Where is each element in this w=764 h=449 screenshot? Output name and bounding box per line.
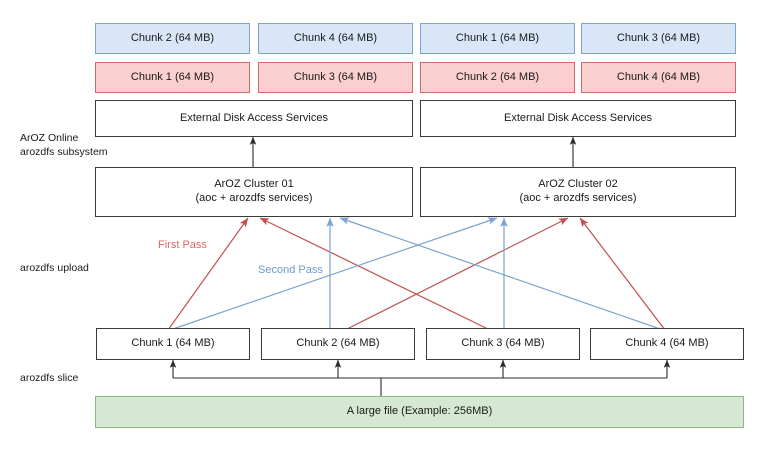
external-disk-access-services-left-label: External Disk Access Services [180, 111, 328, 124]
stored-chunk-blue-4[interactable]: Chunk 3 (64 MB) [581, 23, 736, 54]
first-pass-arrow-chunk4-cluster02 [579, 217, 666, 331]
stored-chunk-pink-2[interactable]: Chunk 3 (64 MB) [258, 62, 413, 93]
stored-chunk-blue-3[interactable]: Chunk 1 (64 MB) [420, 23, 575, 54]
source-chunk-1[interactable]: Chunk 1 (64 MB) [96, 328, 250, 360]
aroz-cluster-02-name: ArOZ Cluster 02 [538, 178, 618, 191]
source-chunk-4[interactable]: Chunk 4 (64 MB) [590, 328, 744, 360]
stage-label-arozdfs-upload: arozdfs upload [20, 261, 89, 275]
stored-chunk-blue-1[interactable]: Chunk 2 (64 MB) [95, 23, 250, 54]
source-chunk-4-label: Chunk 4 (64 MB) [625, 337, 709, 350]
second-pass-arrow-chunk1-cluster02 [169, 217, 498, 331]
stage-label-arozdfs-slice-line1: arozdfs slice [20, 372, 79, 384]
aroz-cluster-02[interactable]: ArOZ Cluster 02 (aoc + arozdfs services) [420, 167, 736, 217]
external-disk-access-services-right-label: External Disk Access Services [504, 111, 652, 124]
stored-chunk-blue-4-label: Chunk 3 (64 MB) [616, 31, 701, 44]
stored-chunk-pink-2-label: Chunk 3 (64 MB) [293, 70, 378, 83]
stage-label-arozdfs-upload-line1: arozdfs upload [20, 262, 89, 274]
stored-chunk-blue-1-label: Chunk 2 (64 MB) [130, 31, 215, 44]
source-chunk-2[interactable]: Chunk 2 (64 MB) [261, 328, 415, 360]
stored-chunk-pink-3-label: Chunk 2 (64 MB) [455, 70, 540, 83]
aroz-cluster-01-name: ArOZ Cluster 01 [214, 178, 294, 191]
external-disk-access-services-right[interactable]: External Disk Access Services [420, 100, 736, 137]
aroz-cluster-01[interactable]: ArOZ Cluster 01 (aoc + arozdfs services) [95, 167, 413, 217]
external-disk-access-services-left[interactable]: External Disk Access Services [95, 100, 413, 137]
stored-chunk-pink-1[interactable]: Chunk 1 (64 MB) [95, 62, 250, 93]
aroz-cluster-02-services: (aoc + arozdfs services) [519, 192, 637, 204]
second-pass-arrow-chunk4-cluster01 [339, 217, 664, 331]
first-pass-arrow-chunk2-cluster02 [344, 217, 569, 331]
second-pass-label: Second Pass [258, 264, 323, 276]
stage-label-arozdfs-subsystem: ArOZ Online arozdfs subsystem [20, 131, 108, 159]
first-pass-label: First Pass [158, 239, 207, 251]
aroz-cluster-01-services: (aoc + arozdfs services) [195, 192, 313, 204]
source-chunk-1-label: Chunk 1 (64 MB) [131, 337, 215, 350]
slice-distribution-bus [169, 359, 671, 396]
source-chunk-2-label: Chunk 2 (64 MB) [296, 337, 380, 350]
stored-chunk-blue-2-label: Chunk 4 (64 MB) [293, 31, 378, 44]
source-chunk-3[interactable]: Chunk 3 (64 MB) [426, 328, 580, 360]
first-pass-arrow-chunk3-cluster01 [259, 217, 491, 331]
stored-chunk-blue-3-label: Chunk 1 (64 MB) [455, 31, 540, 44]
stage-label-arozdfs-subsystem-line2: arozdfs subsystem [20, 146, 108, 159]
stored-chunk-pink-4-label: Chunk 4 (64 MB) [616, 70, 701, 83]
first-pass-arrow-chunk1-cluster01 [167, 217, 249, 331]
stored-chunk-pink-3[interactable]: Chunk 2 (64 MB) [420, 62, 575, 93]
source-large-file[interactable]: A large file (Example: 256MB) [95, 396, 744, 428]
stored-chunk-blue-2[interactable]: Chunk 4 (64 MB) [258, 23, 413, 54]
stage-label-arozdfs-subsystem-line1: ArOZ Online [20, 132, 79, 144]
stored-chunk-pink-4[interactable]: Chunk 4 (64 MB) [581, 62, 736, 93]
source-large-file-label: A large file (Example: 256MB) [346, 405, 493, 418]
stored-chunk-pink-1-label: Chunk 1 (64 MB) [130, 70, 215, 83]
stage-label-arozdfs-slice: arozdfs slice [20, 371, 78, 385]
source-chunk-3-label: Chunk 3 (64 MB) [461, 337, 545, 350]
